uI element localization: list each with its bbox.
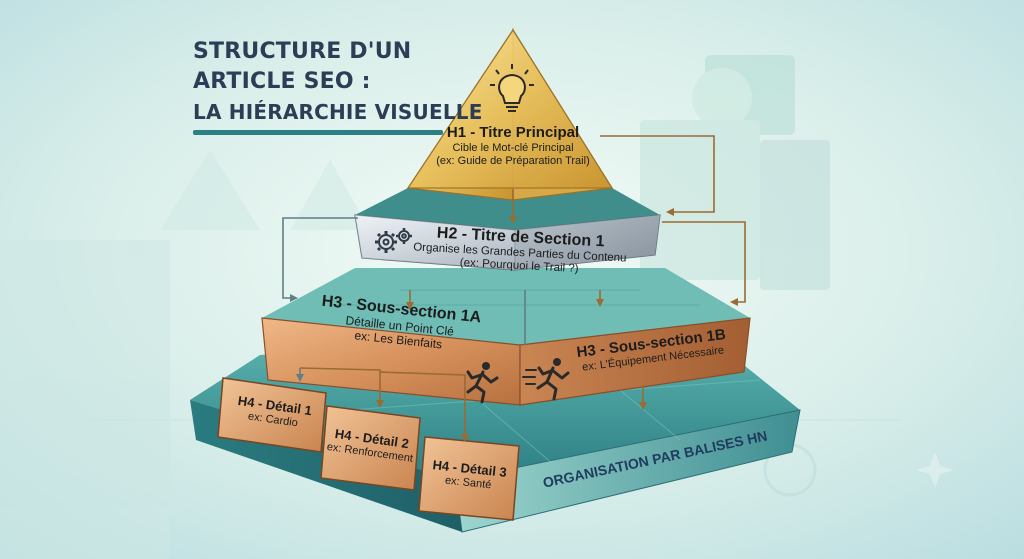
h4-card-2 (320, 405, 421, 491)
title-line-1: STRUCTURE D'UN (193, 39, 412, 64)
title-line-2: ARTICLE SEO : (193, 69, 371, 94)
h4-card-3 (418, 436, 520, 521)
sprinter-icon (522, 358, 570, 401)
h4-card-1 (217, 377, 327, 453)
h2-tier (354, 188, 661, 271)
runner-icon (466, 362, 499, 404)
title-line-3: LA HIÉRARCHIE VISUELLE (193, 100, 483, 124)
h1-label: H1 - Titre Principal Cible le Mot-clé Pr… (430, 123, 596, 168)
diagram-title: STRUCTURE D'UN ARTICLE SEO : LA HIÉRARCH… (193, 37, 483, 135)
h3-tier (261, 268, 751, 406)
h1-line-2: (ex: Guide de Préparation Trail) (436, 155, 590, 167)
h1-apex (406, 27, 614, 201)
lightbulb-icon (490, 64, 534, 112)
connector-arrows (282, 135, 746, 442)
background-shapes (0, 55, 954, 559)
h1-line-1: Cible le Mot-clé Principal (452, 142, 574, 154)
gears-icon (375, 228, 412, 253)
title-underline (193, 130, 443, 135)
h1-heading: H1 - Titre Principal (446, 124, 580, 141)
